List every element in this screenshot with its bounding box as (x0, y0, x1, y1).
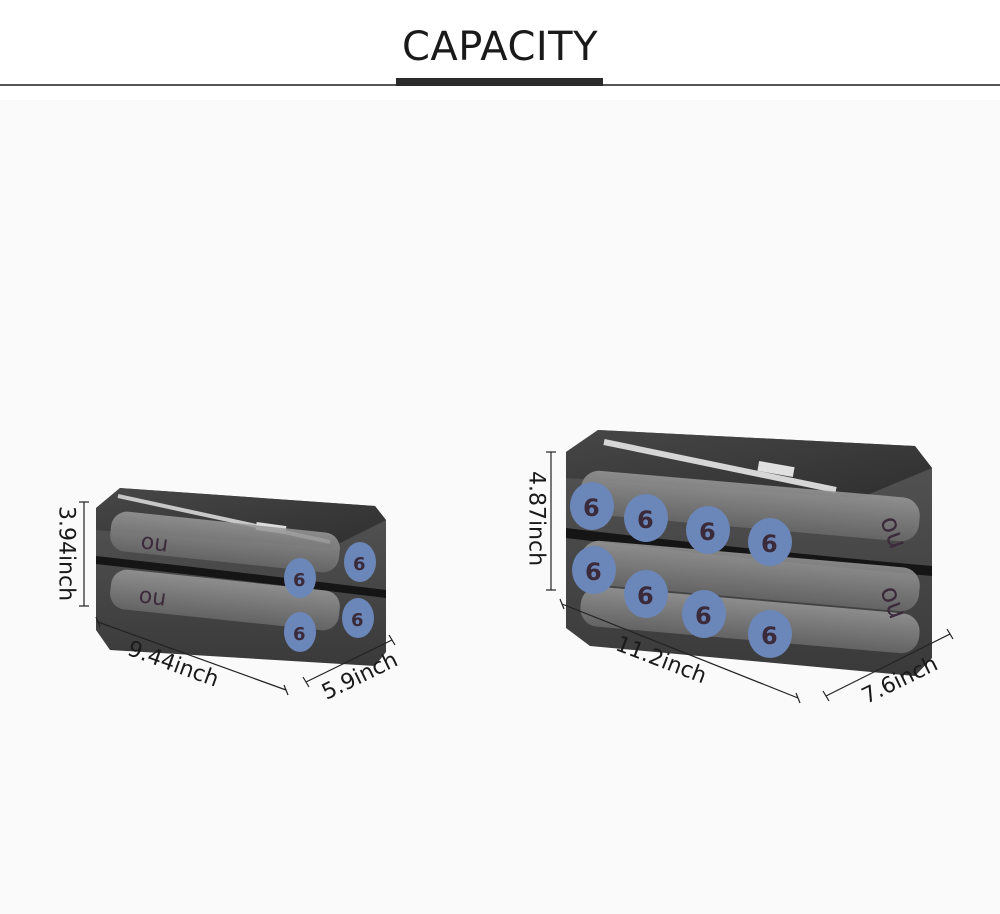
bottle-cap: 6 (344, 542, 376, 582)
bottle-cap: 6 (284, 558, 316, 598)
bottle-cap: 6 (748, 518, 792, 566)
svg-text:ou: ou (137, 583, 168, 612)
svg-text:6: 6 (585, 558, 602, 586)
title-underline (396, 78, 603, 86)
svg-text:6: 6 (351, 610, 364, 631)
svg-text:6: 6 (761, 530, 778, 558)
small-height-label: 3.94inch (53, 505, 79, 602)
bottle-cap: 6 (342, 598, 374, 638)
svg-text:ou: ou (139, 529, 170, 558)
bottle-cap: 6 (570, 482, 614, 530)
svg-text:6: 6 (293, 624, 306, 645)
svg-text:6: 6 (637, 506, 654, 534)
bottle-cap: 6 (682, 590, 726, 638)
svg-text:6: 6 (699, 518, 716, 546)
svg-text:6: 6 (637, 582, 654, 610)
svg-text:6: 6 (761, 622, 778, 650)
svg-text:6: 6 (293, 570, 306, 591)
bottle-cap: 6 (624, 494, 668, 542)
bottle-cap: 6 (624, 570, 668, 618)
bottle-cap: 6 (572, 546, 616, 594)
svg-text:6: 6 (353, 554, 366, 575)
page-title: CAPACITY (401, 24, 599, 70)
svg-text:6: 6 (695, 602, 712, 630)
small-dimension-lines (79, 501, 396, 696)
large-packing-cube: ou ou 6 6 6 6 6 6 6 6 (566, 430, 932, 676)
small-packing-cube: ou ou 6 6 6 6 (96, 488, 386, 666)
bottle-cap: 6 (284, 612, 316, 652)
bottle-cap: 6 (748, 610, 792, 658)
large-dimension-lines (546, 451, 954, 704)
large-height-label: 4.87inch (523, 470, 549, 567)
bottle-cap: 6 (686, 506, 730, 554)
svg-text:6: 6 (583, 494, 600, 522)
